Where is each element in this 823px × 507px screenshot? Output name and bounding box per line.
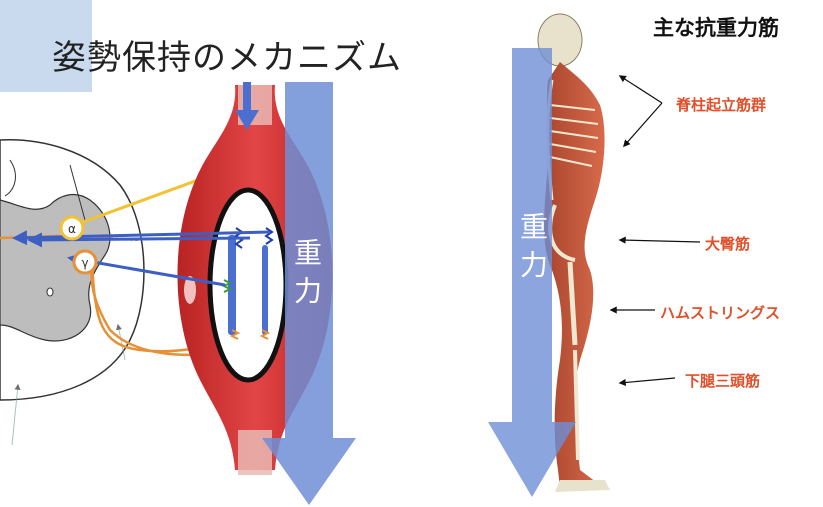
gravity-label-left: 重力 [290,238,323,314]
muscle-label-triceps-surae: 下腿三頭筋 [685,372,761,390]
gravity-label-right: 重力 [516,212,549,288]
green-arrow [115,323,126,361]
page-title: 姿勢保持のメカニズム [52,38,402,78]
gamma-motor-neuron [72,249,98,275]
spinal-cord-section [0,139,145,401]
muscle-label-gluteus-maximus: 大臀筋 [705,235,751,253]
corner-block [0,0,92,92]
alpha-label: α [68,222,76,236]
gamma-label: γ [81,256,88,270]
muscle-stretch-arrow [235,82,259,130]
muscle-label-hamstrings: ハムストリングス [660,304,781,322]
muscles-heading: 主な抗重力筋 [653,16,779,40]
gravity-arrow-left [262,82,356,505]
muscle-label-erector-spinae: 脊柱起立筋群 [676,96,767,114]
gravity-arrow-right [488,48,576,497]
green-arrow [11,383,21,446]
alpha-motor-neuron [59,215,85,241]
pointer-lines [609,75,701,387]
